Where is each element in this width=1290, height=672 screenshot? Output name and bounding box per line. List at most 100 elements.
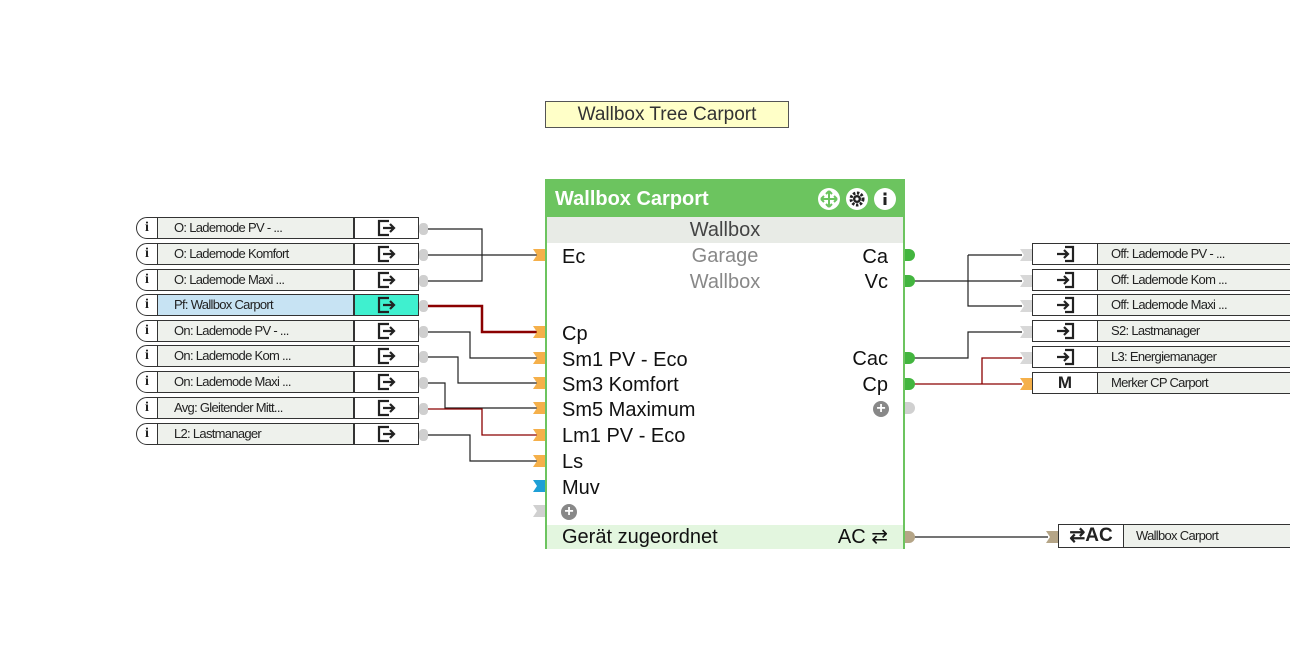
diagram-title: Wallbox Tree Carport [545, 101, 789, 128]
input-port[interactable] [533, 402, 545, 414]
input-port[interactable] [1046, 531, 1058, 543]
input-port[interactable] [1020, 275, 1032, 287]
output-arrow-icon [354, 345, 419, 367]
output-object-row[interactable]: S2: Lastmanager [1032, 319, 1290, 343]
ac-output-object[interactable]: ⇄AC Wallbox Carport [1058, 524, 1290, 548]
input-object-label: Pf: Wallbox Carport [158, 294, 354, 316]
output-object-row[interactable]: M Merker CP Carport [1032, 371, 1290, 395]
connector [419, 429, 428, 441]
right-wires [914, 254, 1048, 538]
output-port[interactable] [905, 249, 915, 261]
input-port[interactable] [1020, 326, 1032, 338]
input-port[interactable] [533, 249, 545, 261]
input-object-row[interactable]: i O: Lademode Maxi ... [136, 268, 419, 292]
input-object-row[interactable]: i Avg: Gleitender Mitt... [136, 396, 419, 420]
info-icon[interactable] [873, 187, 897, 211]
connector [419, 351, 428, 363]
info-icon[interactable]: i [136, 423, 158, 445]
info-icon[interactable]: i [136, 217, 158, 239]
output-object-row[interactable]: Off: Lademode Kom ... [1032, 268, 1290, 292]
add-output-icon[interactable]: + [873, 401, 889, 417]
input-object-label: Avg: Gleitender Mitt... [158, 397, 354, 419]
device-assigned-label: Gerät zugeordnet [562, 526, 718, 548]
input-port[interactable] [533, 455, 545, 467]
block-header[interactable]: Wallbox Carport [547, 181, 903, 217]
block-room: Garage [691, 245, 759, 267]
input-object-label: On: Lademode Kom ... [158, 345, 354, 367]
input-port[interactable] [1020, 249, 1032, 261]
input-object-label: O: Lademode PV - ... [158, 217, 354, 239]
info-icon[interactable]: i [136, 269, 158, 291]
left-wires [428, 228, 537, 462]
wire [428, 434, 537, 462]
output-arrow-icon [354, 371, 419, 393]
output-arrow-icon [354, 423, 419, 445]
input-port[interactable] [533, 352, 545, 364]
block-type: Wallbox [547, 217, 903, 243]
input-arrow-icon [1032, 243, 1098, 265]
input-object-label: L2: Lastmanager [158, 423, 354, 445]
input-label-ec: Ec [562, 246, 586, 268]
input-port[interactable] [533, 326, 545, 338]
input-object-row[interactable]: i On: Lademode PV - ... [136, 319, 419, 343]
info-icon[interactable]: i [136, 371, 158, 393]
input-port[interactable] [1020, 352, 1032, 364]
input-arrow-icon [1032, 346, 1098, 368]
info-icon[interactable]: i [136, 345, 158, 367]
output-label-vc: Vc [864, 271, 888, 293]
output-arrow-icon [354, 320, 419, 342]
output-port[interactable] [905, 531, 915, 543]
output-object-row[interactable]: L3: Energiemanager [1032, 345, 1290, 369]
input-port[interactable] [1020, 300, 1032, 312]
input-object-row[interactable]: i O: Lademode PV - ... [136, 216, 419, 240]
input-object-row[interactable]: i On: Lademode Kom ... [136, 344, 419, 368]
input-arrow-icon [1032, 320, 1098, 342]
gear-icon[interactable] [845, 187, 869, 211]
block-output-ports [905, 249, 915, 543]
right-input-ports [1020, 249, 1058, 543]
input-label-muv: Muv [562, 477, 600, 499]
input-object-label: On: Lademode PV - ... [158, 320, 354, 342]
input-label-ls: Ls [562, 451, 584, 473]
input-object-label: O: Lademode Komfort [158, 243, 354, 265]
wallbox-function-block[interactable]: Wallbox Carport Wallbox Garage Wallbox E… [545, 179, 905, 549]
info-icon[interactable]: i [136, 243, 158, 265]
input-object-row-selected[interactable]: i Pf: Wallbox Carport [136, 293, 419, 317]
output-object-label: Merker CP Carport [1098, 372, 1290, 394]
input-object-row[interactable]: i O: Lademode Komfort [136, 242, 419, 266]
add-input-icon[interactable]: + [561, 504, 577, 520]
memory-flag-icon: M [1032, 372, 1098, 394]
input-object-row[interactable]: i On: Lademode Maxi ... [136, 370, 419, 394]
left-wires-red [428, 304, 537, 436]
connector [419, 326, 428, 338]
move-icon[interactable] [817, 187, 841, 211]
input-port[interactable] [533, 480, 545, 492]
output-object-row[interactable]: Off: Lademode Maxi ... [1032, 293, 1290, 317]
output-port[interactable] [905, 352, 915, 364]
input-arrow-icon [1032, 294, 1098, 316]
input-object-row[interactable]: i L2: Lastmanager [136, 422, 419, 446]
output-label-cp: Cp [862, 374, 888, 396]
connector [419, 300, 428, 312]
info-icon[interactable]: i [136, 320, 158, 342]
wire [967, 255, 1022, 307]
output-port[interactable] [905, 402, 915, 414]
info-icon[interactable]: i [136, 294, 158, 316]
output-arrow-icon [354, 269, 419, 291]
input-label-sm5: Sm5 Maximum [562, 399, 696, 421]
output-arrow-icon [354, 397, 419, 419]
output-port[interactable] [905, 378, 915, 390]
input-port[interactable] [533, 377, 545, 389]
output-arrow-icon [354, 217, 419, 239]
input-object-label: O: Lademode Maxi ... [158, 269, 354, 291]
input-port[interactable] [533, 505, 545, 517]
output-port[interactable] [905, 275, 915, 287]
info-icon[interactable]: i [136, 397, 158, 419]
wire [428, 331, 537, 359]
input-port[interactable] [1020, 378, 1032, 390]
input-port[interactable] [533, 429, 545, 441]
right-wires-red [914, 357, 1022, 385]
block-header-icons [817, 187, 897, 211]
output-object-row[interactable]: Off: Lademode PV - ... [1032, 242, 1290, 266]
